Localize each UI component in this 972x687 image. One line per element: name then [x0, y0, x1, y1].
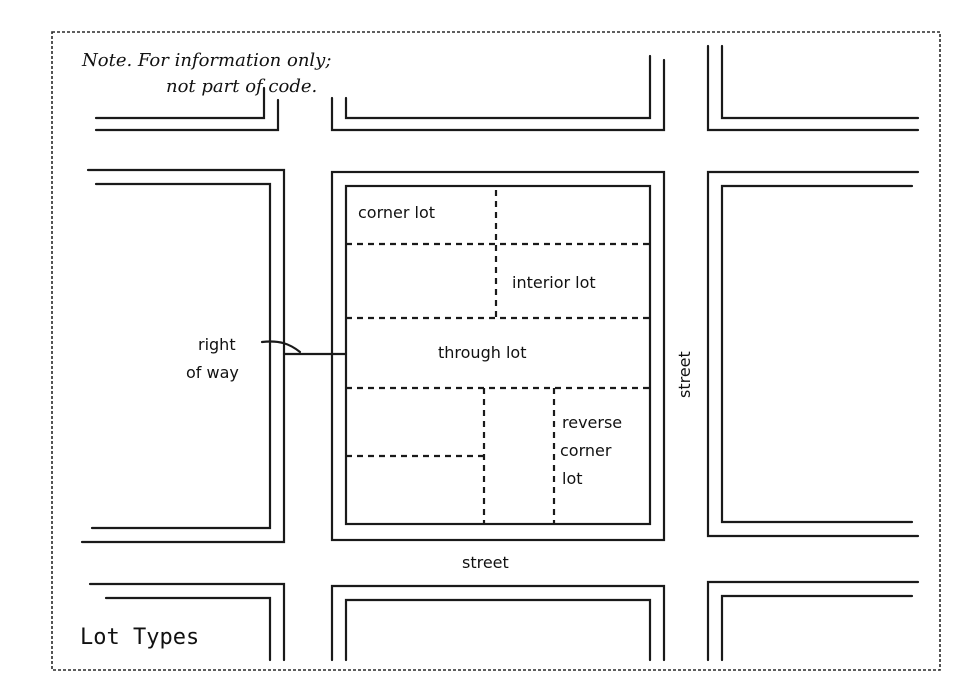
right-of-way-label-line2: of way [186, 363, 239, 382]
lot-division-lines [346, 190, 650, 524]
right-of-way-label-line1: right [198, 335, 236, 354]
bottom-left-block [88, 582, 286, 662]
right-of-way-leader [260, 340, 348, 356]
middle-right-block [706, 170, 920, 538]
top-right-block [706, 44, 920, 132]
middle-left-block [80, 168, 286, 544]
bottom-right-block [706, 580, 920, 662]
through-lot-label: through lot [438, 343, 526, 362]
interior-lot-label: interior lot [512, 273, 596, 292]
top-middle-block [330, 54, 666, 132]
street-label-bottom: street [462, 553, 509, 572]
street-label-right: street [675, 351, 694, 398]
note-line-2: not part of code. [166, 76, 317, 97]
note-line-1: Note. For information only; [81, 50, 331, 71]
top-left-block [94, 86, 280, 132]
outer-frame [51, 31, 941, 671]
diagram-title: Lot Types [80, 625, 199, 650]
reverse-corner-lot-label-line2: corner [560, 441, 612, 460]
bottom-middle-block [330, 584, 666, 662]
corner-lot-label: corner lot [358, 203, 435, 222]
reverse-corner-lot-label-line3: lot [562, 469, 583, 488]
reverse-corner-lot-label-line1: reverse [562, 413, 622, 432]
